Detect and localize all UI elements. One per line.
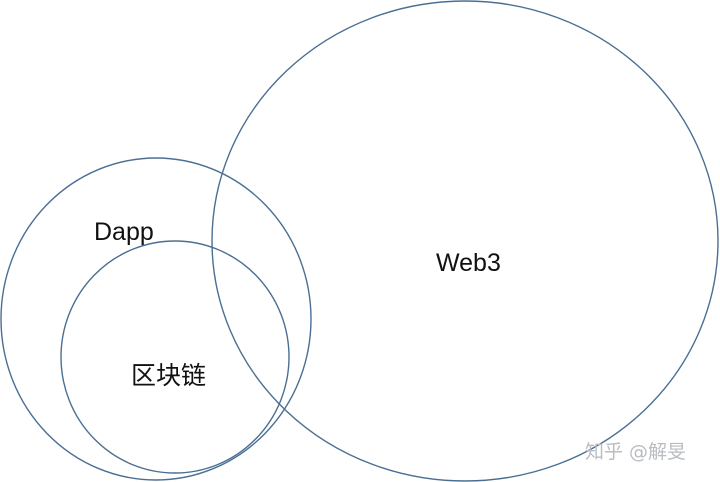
- web3-circle: [211, 0, 719, 482]
- web3-label: Web3: [436, 249, 501, 277]
- blockchain-circle: [60, 240, 290, 474]
- zhihu-watermark: 知乎 @解旻: [585, 441, 686, 463]
- blockchain-label: 区块链: [131, 362, 206, 390]
- dapp-label: Dapp: [94, 218, 154, 246]
- dapp-circle: [0, 157, 312, 481]
